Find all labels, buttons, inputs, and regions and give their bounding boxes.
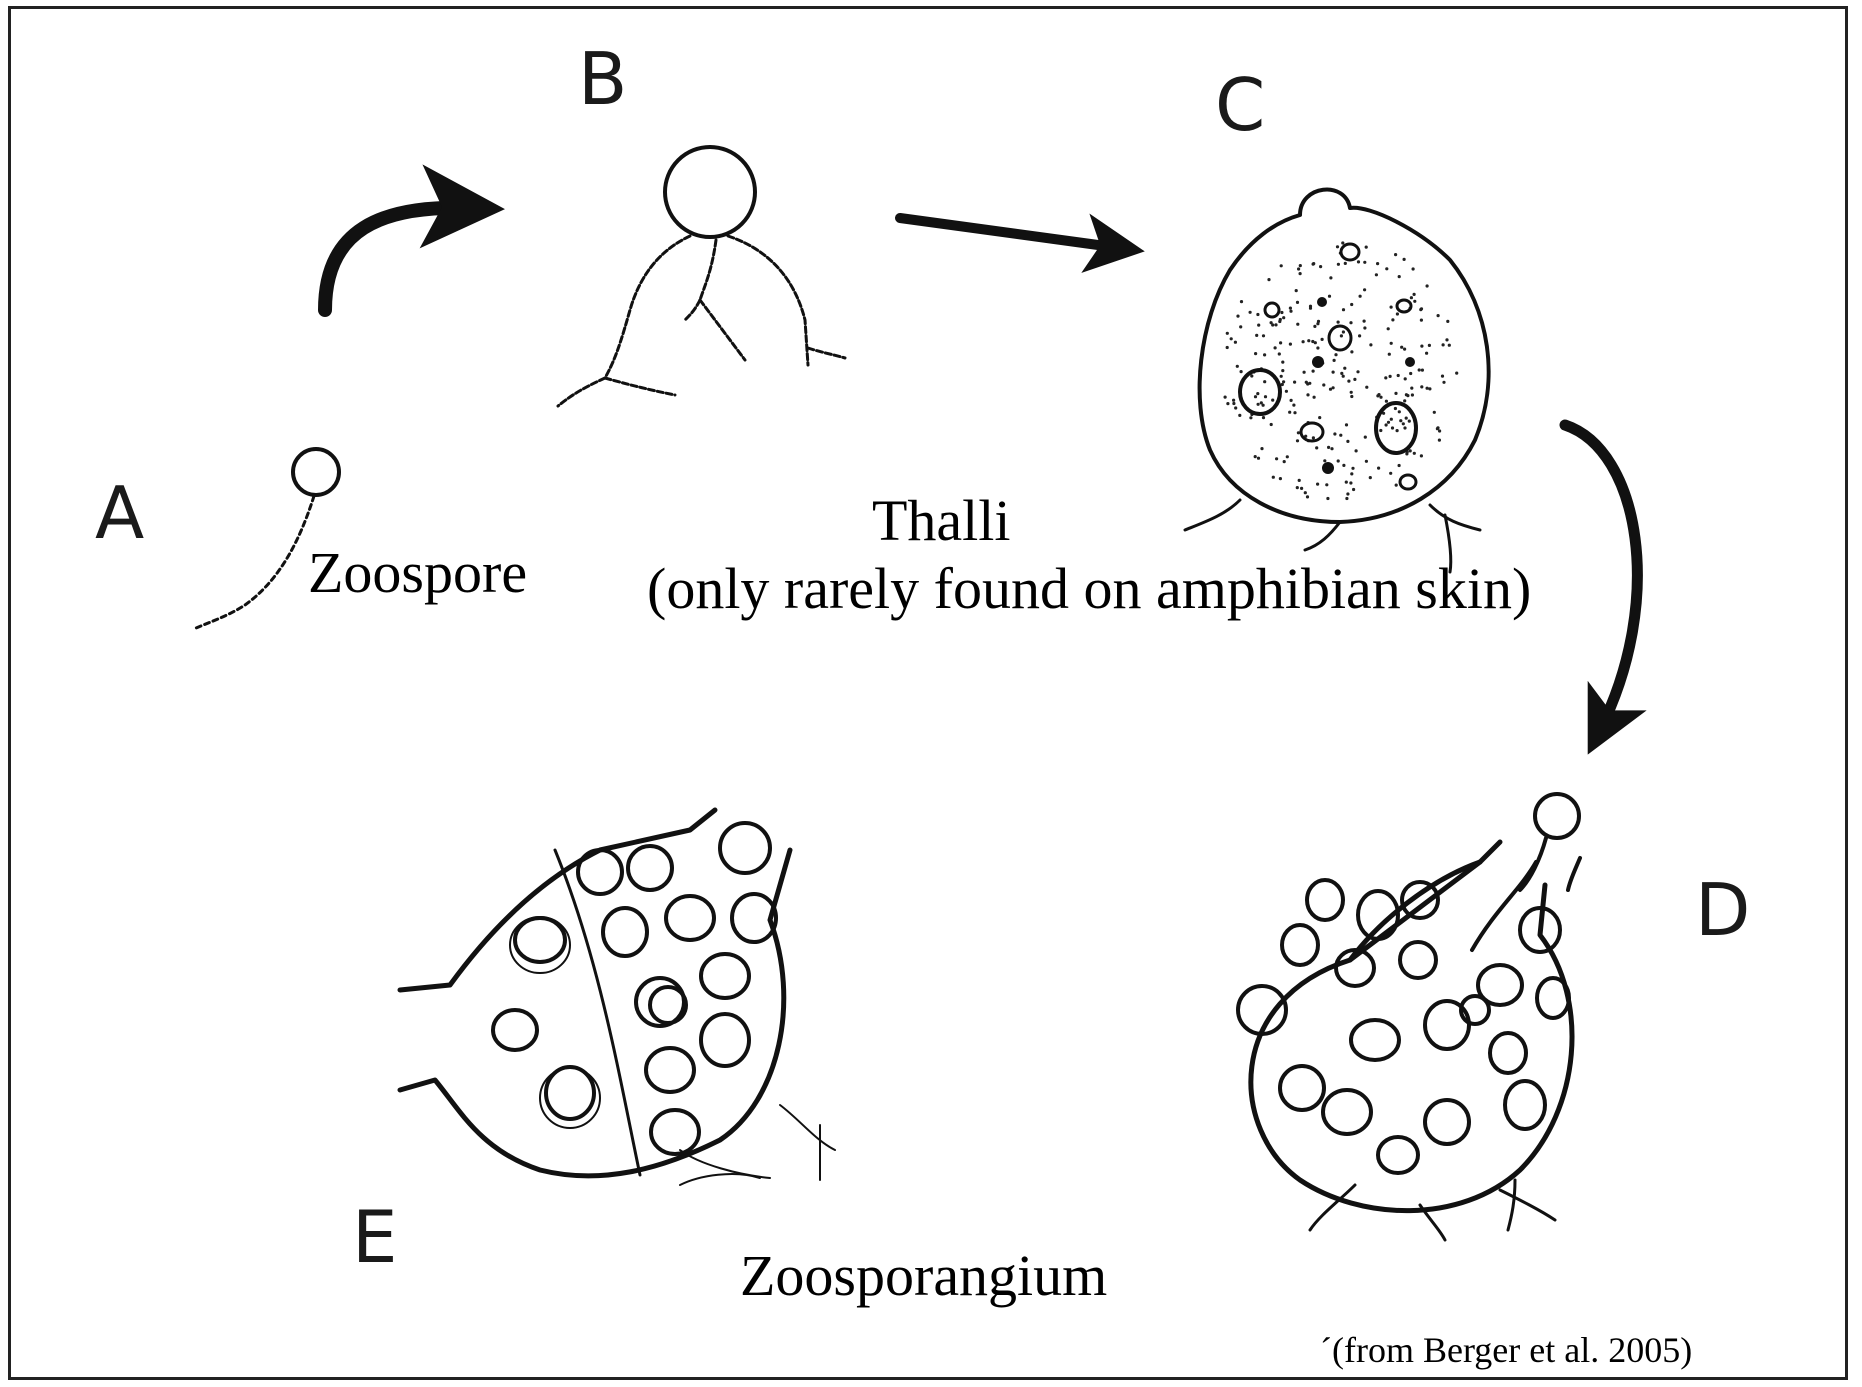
zoospore-cell <box>546 1067 594 1119</box>
stage-letter-e: E <box>352 1195 398 1279</box>
arrow-b-to-c <box>900 218 1120 248</box>
label-thalli: Thalli <box>872 488 1011 553</box>
zoospore-cell <box>1400 942 1436 978</box>
zoospore-cell <box>1323 1090 1371 1134</box>
zoospore-cell <box>701 954 749 998</box>
zoospore-cell <box>651 1110 699 1154</box>
zoospore-cell <box>701 1014 749 1066</box>
stage-letter-d: D <box>1695 868 1750 952</box>
zoospore-cell <box>1537 978 1569 1018</box>
zoospore-cell <box>1490 1033 1526 1073</box>
figure-credit: ´(from Berger et al. 2005) <box>1320 1330 1692 1370</box>
zoospores-inside <box>1238 880 1569 1173</box>
zoospore-cell <box>1505 1081 1545 1129</box>
stage-e-zoosporangium <box>400 810 835 1185</box>
zoospore-cell <box>603 908 647 956</box>
zoospore-cell <box>493 1010 537 1050</box>
stage-b-thallus <box>558 147 845 406</box>
zoospore-cell <box>510 917 570 973</box>
zoospore-cell <box>515 918 565 962</box>
stage-letter-b: B <box>578 37 627 121</box>
zoospore-cell <box>1307 880 1343 920</box>
label-zoospore: Zoospore <box>308 540 527 605</box>
zoospore-cell <box>578 850 622 894</box>
stage-letter-a: A <box>95 471 144 555</box>
stage-d-zoosporangium <box>1238 794 1580 1240</box>
label-zoosporangium: Zoosporangium <box>740 1243 1107 1308</box>
zoospore-cell <box>1378 1137 1418 1173</box>
stage-letter-c: C <box>1215 63 1265 147</box>
zoospore-cell <box>1425 1100 1469 1144</box>
arrow-c-to-d <box>1565 425 1637 730</box>
zoospore-cell <box>1351 1020 1399 1060</box>
zoospore-cell <box>628 846 672 890</box>
zoospore-cell <box>666 896 714 940</box>
label-thalli-note: (only rarely found on amphibian skin) <box>647 556 1531 621</box>
zoospore-cell <box>650 987 686 1023</box>
zoospore-cell <box>1280 1066 1324 1110</box>
stage-c-thallus <box>1185 190 1489 572</box>
zoospore-cell <box>1282 925 1318 965</box>
arrow-a-to-b <box>325 208 470 310</box>
zoospore-cell <box>646 1048 694 1092</box>
